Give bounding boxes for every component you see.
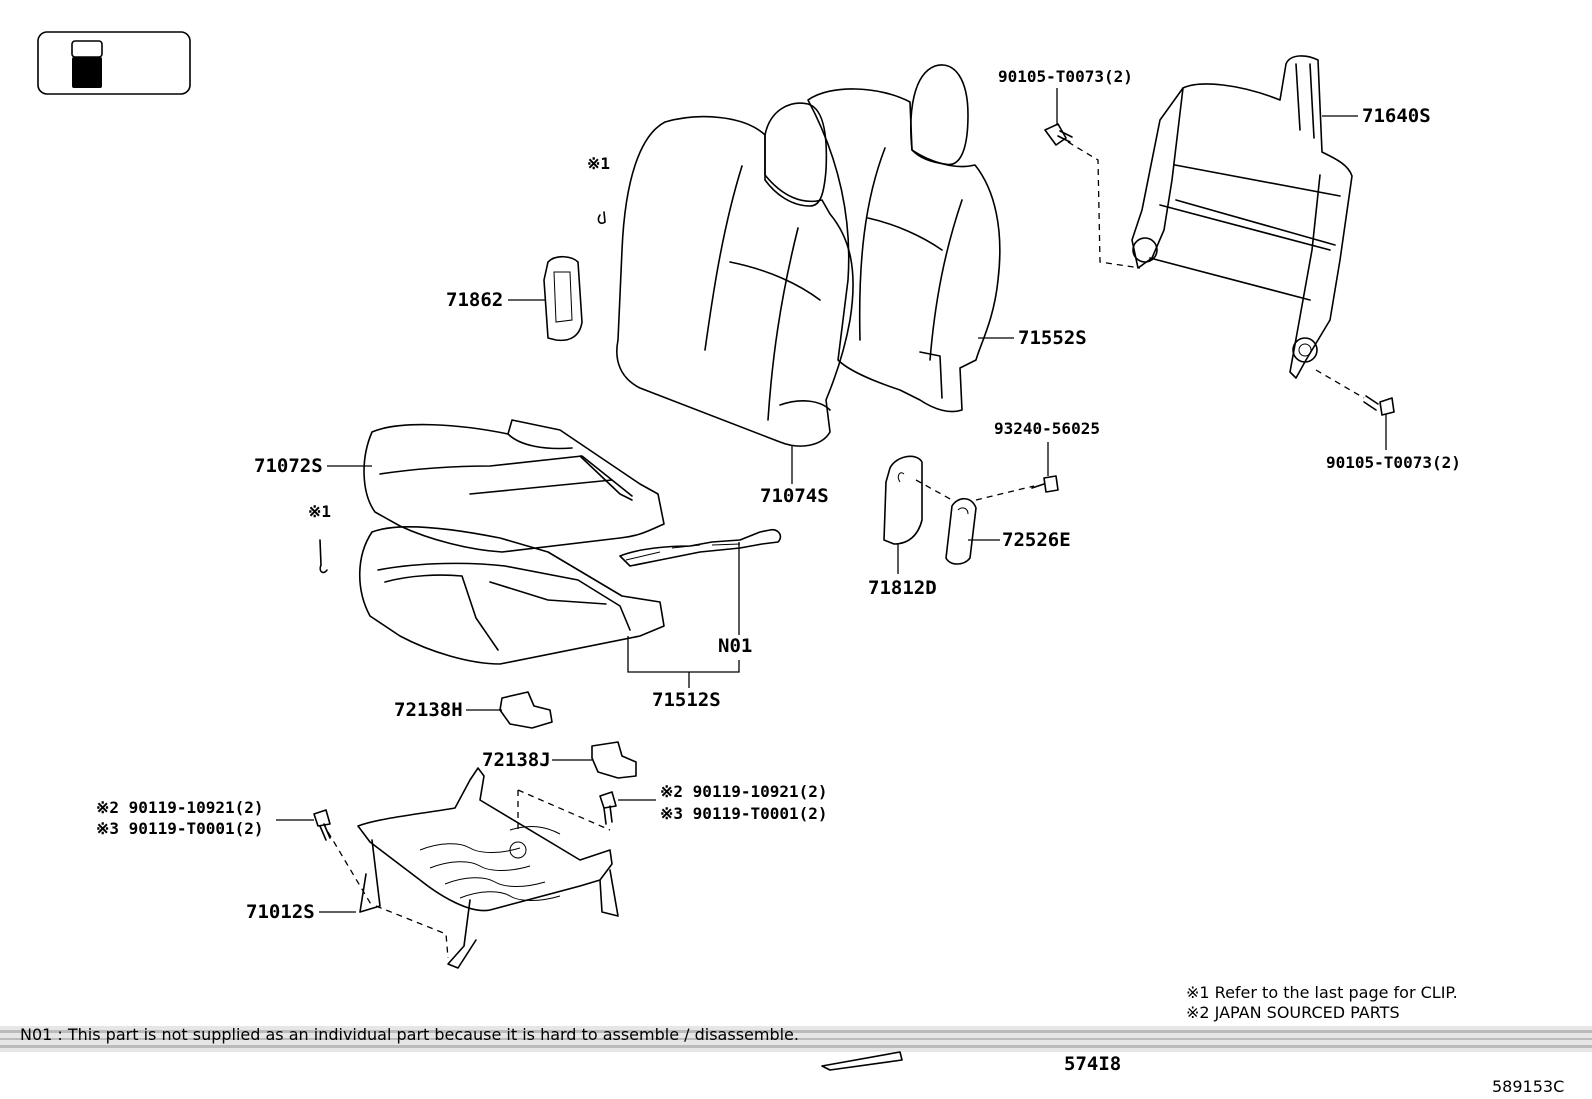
bolt-93240-56025[interactable]	[1031, 475, 1059, 493]
label-90105-bottom: 90105-T0073(2)	[1326, 453, 1461, 472]
label-bolt-right-1: ※2 90119-10921(2)	[660, 782, 828, 801]
bolt-90119-right[interactable]	[599, 791, 617, 825]
label-bolt-right-2: ※3 90119-T0001(2)	[660, 804, 828, 823]
footer-n01-note: N01 : This part is not supplied as an in…	[20, 1025, 799, 1044]
leader-71512s-bracket	[627, 636, 740, 673]
seatback-frame-71640s[interactable]	[1131, 55, 1353, 379]
seat-frame-71012s[interactable]	[357, 767, 619, 969]
label-71012s: 71012S	[246, 901, 315, 923]
cover-71812d[interactable]	[883, 455, 923, 545]
label-90105-top: 90105-T0073(2)	[998, 67, 1133, 86]
seatback-cover-71552s[interactable]	[807, 64, 1001, 413]
footer-noise-band	[0, 1026, 1592, 1052]
footer-mark	[821, 1051, 903, 1071]
label-bolt-left-1: ※2 90119-10921(2)	[96, 798, 264, 817]
label-93240: 93240-56025	[994, 419, 1100, 438]
label-bolt-left-2: ※3 90119-T0001(2)	[96, 819, 264, 838]
label-71640s: 71640S	[1362, 105, 1431, 127]
label-71812d: 71812D	[868, 577, 937, 599]
clip-top-icon[interactable]	[597, 211, 606, 225]
label-clip-top: ※1	[587, 154, 610, 173]
label-71862: 71862	[446, 289, 503, 311]
bolt-top-dashed-line	[1067, 141, 1141, 269]
label-71072s: 71072S	[254, 455, 323, 477]
label-72138h: 72138H	[394, 699, 463, 721]
footnote-2: ※2 JAPAN SOURCED PARTS	[1186, 1003, 1400, 1022]
seat-row-1-icon	[71, 40, 103, 58]
bolt-90105-t0073-top[interactable]	[1044, 123, 1073, 146]
bolt-90119-left[interactable]	[313, 809, 331, 841]
cover-72138j[interactable]	[591, 741, 637, 779]
label-72138j: 72138J	[482, 749, 551, 771]
illustration-id: 589153C	[1492, 1077, 1564, 1096]
wire-harness-n01[interactable]	[619, 528, 782, 567]
frame-dashed-lines	[327, 789, 611, 959]
footer-page-number: 574I8	[1064, 1053, 1121, 1075]
cover-71862[interactable]	[543, 255, 583, 342]
cover-72526e[interactable]	[945, 497, 977, 565]
cover-dashed-line	[915, 479, 1035, 501]
seat-row-2-highlight-icon	[72, 57, 102, 88]
seat-cushion-pad-71512s[interactable]	[358, 526, 665, 665]
cover-72138h[interactable]	[499, 691, 553, 729]
seat-cushion-cover-71072s[interactable]	[363, 419, 665, 553]
label-71552s: 71552S	[1018, 327, 1087, 349]
seatback-cover-71074s[interactable]	[616, 102, 854, 447]
bolt-bottom-dashed-line	[1315, 369, 1365, 399]
label-n01: N01	[718, 635, 752, 657]
label-71512s: 71512S	[652, 689, 721, 711]
seat-position-indicator	[37, 31, 191, 95]
clip-mid-icon[interactable]	[319, 539, 328, 574]
bolt-90105-t0073-bottom[interactable]	[1363, 395, 1395, 416]
label-71074s: 71074S	[760, 485, 829, 507]
footnote-1: ※1 Refer to the last page for CLIP.	[1186, 983, 1458, 1002]
label-72526e: 72526E	[1002, 529, 1071, 551]
label-clip-mid: ※1	[308, 502, 331, 521]
